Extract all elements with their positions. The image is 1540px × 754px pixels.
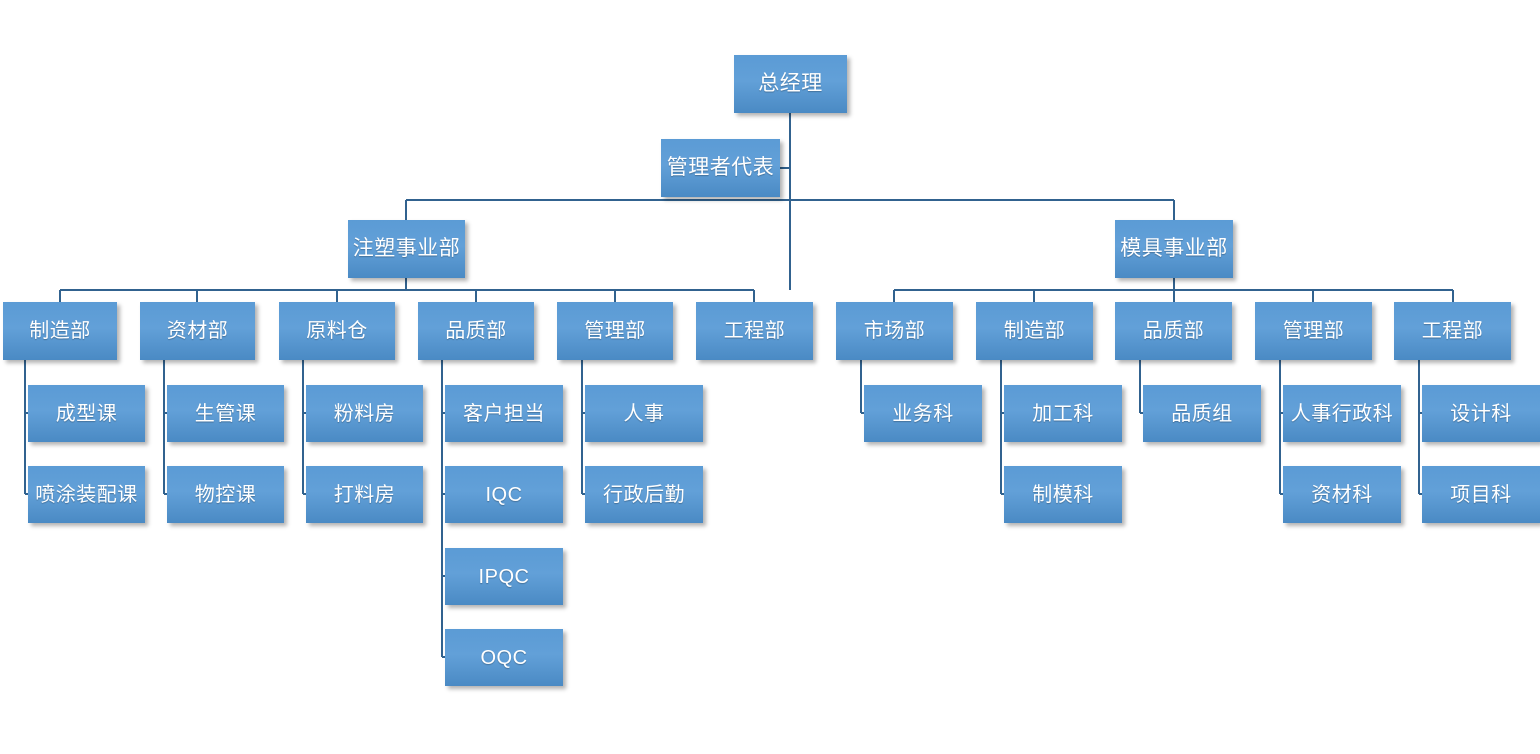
org-node-label: IQC bbox=[485, 483, 523, 506]
org-node-label: 原料仓 bbox=[306, 320, 368, 342]
org-node-t_spray[interactable]: 喷涂装配课 bbox=[28, 466, 145, 523]
org-node-label: 品质组 bbox=[1171, 402, 1233, 425]
org-node-m_qa[interactable]: 品质部 bbox=[1115, 302, 1232, 360]
org-node-label: 打料房 bbox=[333, 483, 396, 506]
org-node-label: 加工科 bbox=[1032, 402, 1094, 425]
org-node-label: 管理部 bbox=[1282, 320, 1345, 342]
org-node-label: 制模科 bbox=[1032, 483, 1094, 506]
org-node-i_eng[interactable]: 工程部 bbox=[696, 302, 813, 360]
org-node-label: 管理部 bbox=[584, 320, 646, 342]
org-node-t_moldmake[interactable]: 制模科 bbox=[1004, 466, 1122, 523]
org-node-t_hr[interactable]: 人事 bbox=[585, 385, 703, 442]
org-node-m_manu[interactable]: 制造部 bbox=[976, 302, 1093, 360]
org-node-m_admin[interactable]: 管理部 bbox=[1255, 302, 1372, 360]
org-node-i_manu[interactable]: 制造部 bbox=[3, 302, 117, 360]
org-node-label: 物控课 bbox=[194, 483, 257, 506]
org-node-t_molding[interactable]: 成型课 bbox=[28, 385, 145, 442]
org-node-gm[interactable]: 总经理 bbox=[734, 55, 847, 113]
org-node-t_qagroup[interactable]: 品质组 bbox=[1143, 385, 1261, 442]
org-node-t_adminlog[interactable]: 行政后勤 bbox=[585, 466, 703, 523]
org-node-label: 项目科 bbox=[1450, 483, 1512, 506]
org-node-label: 行政后勤 bbox=[603, 483, 685, 506]
org-node-div_inj[interactable]: 注塑事业部 bbox=[348, 220, 465, 278]
org-node-m_eng[interactable]: 工程部 bbox=[1394, 302, 1511, 360]
org-node-t_project[interactable]: 项目科 bbox=[1422, 466, 1540, 523]
org-node-t_prodctl[interactable]: 生管课 bbox=[167, 385, 284, 442]
org-node-t_iqc[interactable]: IQC bbox=[445, 466, 563, 523]
org-node-label: 客户担当 bbox=[463, 402, 545, 425]
org-node-i_admin[interactable]: 管理部 bbox=[557, 302, 673, 360]
org-node-label: 生管课 bbox=[194, 402, 257, 425]
org-node-label: 管理者代表 bbox=[666, 156, 775, 180]
org-node-label: OQC bbox=[480, 646, 528, 669]
org-node-t_powder[interactable]: 粉料房 bbox=[306, 385, 423, 442]
org-node-label: 资材部 bbox=[166, 320, 229, 342]
org-node-label: 资材科 bbox=[1311, 483, 1373, 506]
org-node-label: 工程部 bbox=[1421, 320, 1484, 342]
org-node-label: 品质部 bbox=[445, 320, 507, 342]
org-node-label: 注塑事业部 bbox=[352, 237, 461, 261]
org-node-t_sales[interactable]: 业务科 bbox=[864, 385, 982, 442]
org-node-label: 成型课 bbox=[55, 402, 118, 425]
org-node-i_raw[interactable]: 原料仓 bbox=[279, 302, 395, 360]
org-node-label: 模具事业部 bbox=[1120, 237, 1228, 261]
org-node-t_machining[interactable]: 加工科 bbox=[1004, 385, 1122, 442]
org-node-t_oqc[interactable]: OQC bbox=[445, 629, 563, 686]
org-node-i_mat[interactable]: 资材部 bbox=[140, 302, 255, 360]
org-node-label: 总经理 bbox=[758, 72, 823, 96]
org-node-t_matctl[interactable]: 物控课 bbox=[167, 466, 284, 523]
org-node-label: 市场部 bbox=[863, 320, 926, 342]
org-node-label: IPQC bbox=[478, 565, 530, 588]
org-node-label: 工程部 bbox=[723, 320, 786, 342]
org-node-label: 品质部 bbox=[1142, 320, 1205, 342]
org-node-i_qa[interactable]: 品质部 bbox=[418, 302, 534, 360]
org-node-label: 制造部 bbox=[29, 320, 91, 342]
org-node-t_cust[interactable]: 客户担当 bbox=[445, 385, 563, 442]
org-node-mgmt_rep[interactable]: 管理者代表 bbox=[661, 139, 780, 197]
org-node-t_hradmin[interactable]: 人事行政科 bbox=[1283, 385, 1401, 442]
org-node-label: 业务科 bbox=[892, 402, 954, 425]
org-node-t_matdept[interactable]: 资材科 bbox=[1283, 466, 1401, 523]
org-node-label: 人事 bbox=[623, 402, 665, 425]
org-node-t_feed[interactable]: 打料房 bbox=[306, 466, 423, 523]
org-node-t_design[interactable]: 设计科 bbox=[1422, 385, 1540, 442]
org-node-div_mold[interactable]: 模具事业部 bbox=[1115, 220, 1233, 278]
org-node-label: 人事行政科 bbox=[1290, 402, 1394, 425]
org-node-label: 喷涂装配课 bbox=[35, 483, 138, 506]
org-node-label: 制造部 bbox=[1003, 320, 1066, 342]
org-node-m_market[interactable]: 市场部 bbox=[836, 302, 953, 360]
org-node-label: 粉料房 bbox=[333, 402, 396, 425]
org-node-label: 设计科 bbox=[1450, 402, 1512, 425]
org-node-t_ipqc[interactable]: IPQC bbox=[445, 548, 563, 605]
